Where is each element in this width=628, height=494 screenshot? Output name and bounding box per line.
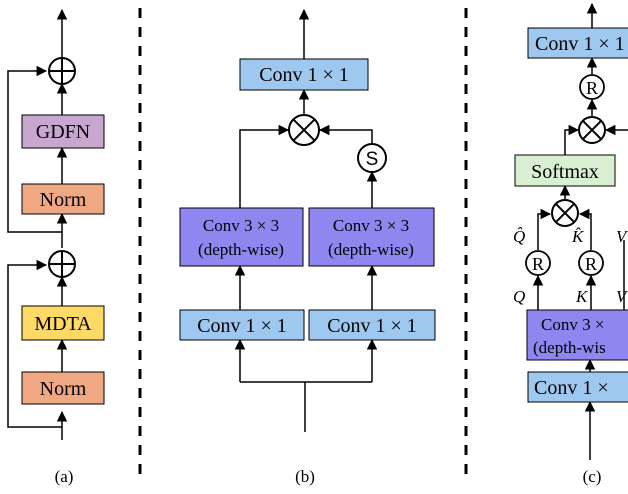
conv1-right-box — [308, 309, 436, 341]
conv1-top-label: Conv 1 × 1 — [535, 33, 625, 55]
reshape-label: R — [532, 254, 544, 274]
caption-c: (c) — [583, 467, 602, 486]
conv3-label-2: (depth-wis — [533, 338, 606, 357]
reshape-icon: R — [579, 74, 605, 100]
panel-a: GDFN Norm MDTA Norm (a) — [7, 8, 105, 486]
conv3-left-box — [179, 207, 304, 267]
sigmoid-icon: S — [357, 143, 387, 173]
k-hat-label: K̂ — [571, 227, 585, 246]
reshape-icon: R — [525, 250, 551, 276]
q-hat-label: Q̂ — [513, 227, 525, 246]
reshape-icon: R — [578, 250, 604, 276]
q-label: Q — [513, 287, 525, 306]
conv3-label-1: Conv 3 × — [541, 315, 604, 334]
sigmoid-label: S — [366, 149, 379, 170]
conv1-left-label: Conv 1 × 1 — [197, 315, 287, 337]
conv3-box — [526, 309, 628, 361]
caption-a: (a) — [55, 467, 74, 486]
v-label-upper: V — [616, 227, 628, 246]
conv1-left-box — [179, 309, 305, 341]
mdta-box — [21, 305, 105, 341]
v-label: V — [616, 287, 628, 306]
reshape-label: R — [585, 254, 597, 274]
k-label: K — [575, 287, 589, 306]
norm-bottom-label: Norm — [40, 378, 87, 400]
conv1-top-box — [239, 58, 369, 91]
add-icon — [48, 250, 76, 278]
norm-bottom-box — [21, 371, 105, 405]
reshape-label: R — [586, 78, 598, 98]
add-icon — [48, 57, 76, 85]
panel-b: S Conv 1 × 1 Conv 3 × 3 (depth-wise) Con… — [179, 8, 436, 486]
conv3-right-box — [308, 207, 435, 267]
conv1-top-label: Conv 1 × 1 — [259, 64, 349, 86]
conv3-left-label-1: Conv 3 × 3 — [203, 216, 279, 235]
caption-b: (b) — [295, 467, 315, 486]
conv1-bottom-label: Conv 1 × — [534, 377, 609, 399]
conv1-right-label: Conv 1 × 1 — [327, 315, 417, 337]
norm-top-box — [21, 183, 105, 215]
conv1-top-box — [527, 27, 628, 59]
conv3-right-label-2: (depth-wise) — [328, 240, 414, 259]
gdfn-box — [21, 114, 105, 149]
multiply-icon — [288, 114, 320, 146]
softmax-label: Softmax — [531, 161, 599, 183]
norm-top-label: Norm — [40, 189, 87, 211]
gdfn-label: GDFN — [36, 121, 90, 143]
conv3-left-label-2: (depth-wise) — [198, 240, 284, 259]
mdta-label: MDTA — [34, 313, 92, 335]
softmax-box — [514, 154, 616, 187]
conv1-bottom-box — [527, 371, 628, 403]
multiply-icon — [578, 116, 606, 144]
conv3-right-label-1: Conv 3 × 3 — [333, 216, 409, 235]
multiply-icon — [551, 199, 579, 227]
panel-c: R R R Q̂ K̂ V Q K V Conv 1 × 1 — [513, 2, 628, 486]
